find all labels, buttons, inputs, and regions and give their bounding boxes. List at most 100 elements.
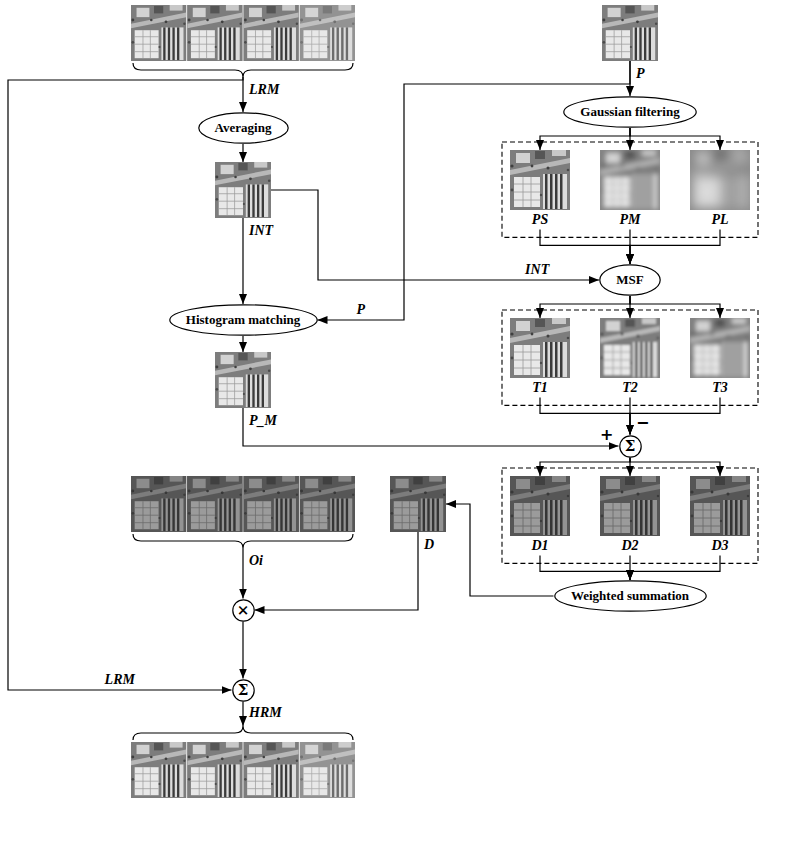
curly-brace (133, 534, 353, 548)
circle-shape (232, 599, 253, 620)
flow-arrow (242, 622, 243, 679)
flow-arrow (540, 397, 630, 434)
circle-shape (619, 435, 640, 456)
image-ground (690, 318, 750, 378)
image-ground (390, 476, 446, 532)
sign-label: − (636, 415, 649, 431)
flow-arrow (242, 336, 243, 352)
curly-brace (133, 63, 353, 77)
image-ground (131, 5, 186, 61)
caption-box: P (636, 66, 645, 81)
flow-arrow (8, 77, 243, 690)
caption-box: D3 (690, 538, 750, 553)
caption-box: T1 (510, 380, 570, 395)
image-thumbnail: T3 (690, 318, 750, 397)
image-ground (187, 5, 242, 61)
process-ellipse: Weighted summation (554, 580, 707, 612)
text-holder: Gaussian filtering (563, 96, 697, 128)
flow-arrow (540, 458, 630, 477)
image-thumbnail: D1 (510, 476, 570, 555)
multiply-operator: × (232, 599, 255, 622)
remote-sensing-image (244, 476, 299, 532)
image-ground (244, 742, 299, 798)
image-thumbnail: D3 (690, 476, 750, 555)
image-picture (690, 318, 750, 378)
remote-sensing-image (187, 476, 242, 532)
image-ground (300, 5, 355, 61)
image-thumbnail: T1 (510, 318, 570, 397)
dashed-group-frame (502, 310, 758, 405)
remote-sensing-image (510, 476, 570, 536)
image-caption: D1 (531, 538, 548, 553)
image-thumbnail: INT (215, 162, 271, 218)
remote-sensing-image (600, 318, 660, 378)
ellipse-shape (564, 97, 696, 127)
image-ground (600, 150, 660, 210)
ellipse-shape (554, 581, 705, 611)
image-caption: T3 (712, 380, 728, 395)
image-ground (510, 476, 570, 536)
remote-sensing-image (215, 162, 271, 218)
process-ellipse: Averaging (198, 112, 289, 144)
image-picture (390, 476, 446, 532)
image-group: HRM (131, 726, 355, 798)
remote-sensing-image (390, 476, 446, 532)
process-label: Weighted summation (571, 588, 689, 604)
process-label: Gaussian filtering (580, 104, 679, 120)
flow-arrow (630, 229, 720, 264)
flow-arrow (242, 702, 243, 727)
operator-symbol: × (237, 603, 250, 618)
image-picture (600, 318, 660, 378)
process-ellipse: MSF (599, 264, 661, 296)
caption-box: D (424, 537, 434, 552)
image-caption: T1 (532, 380, 548, 395)
text-holder: Averaging (198, 112, 289, 144)
image-caption: Oi (249, 553, 263, 568)
text-holder: MSF (599, 264, 661, 296)
image-caption: HRM (249, 705, 282, 720)
image-caption: INT (249, 223, 273, 238)
image-ground (300, 476, 355, 532)
flow-arrow (271, 190, 599, 280)
remote-sensing-image (244, 742, 299, 798)
dashed-group-frame (502, 468, 758, 563)
image-ground (131, 742, 186, 798)
caption-box: INT (249, 223, 273, 238)
remote-sensing-image (690, 150, 750, 210)
remote-sensing-image (131, 742, 186, 798)
image-caption: PL (711, 212, 728, 227)
flow-arrow (540, 229, 630, 264)
caption-box: D1 (510, 538, 570, 553)
image-caption: PM (620, 212, 641, 227)
image-thumbnail: D (390, 476, 446, 532)
image-caption: D2 (621, 538, 638, 553)
flow-arrow (630, 555, 720, 580)
remote-sensing-image (300, 742, 355, 798)
remote-sensing-image (187, 5, 242, 61)
image-picture (690, 476, 750, 536)
image-picture (215, 162, 271, 218)
image-ground (690, 150, 750, 210)
remote-sensing-image (510, 150, 570, 210)
flow-arrow (242, 548, 243, 599)
image-ground (600, 318, 660, 378)
image-thumbnail: T2 (600, 318, 660, 397)
remote-sensing-image (215, 352, 271, 408)
sum-operator: Σ (232, 679, 255, 702)
process-ellipse: Gaussian filtering (563, 96, 697, 128)
image-ground (244, 476, 299, 532)
ellipse-shape (600, 265, 660, 295)
edge-label: INT (523, 262, 551, 277)
text-holder: Σ (232, 679, 255, 702)
flow-arrow (630, 128, 720, 150)
ellipse-shape (169, 305, 316, 335)
remote-sensing-image (131, 5, 186, 61)
image-caption: T2 (622, 380, 638, 395)
text-holder: Σ (619, 435, 642, 458)
text-holder: × (232, 599, 255, 622)
image-ground (510, 318, 570, 378)
image-thumbnail: P (602, 5, 658, 61)
text-holder: Histogram matching (169, 304, 318, 336)
image-picture (131, 5, 355, 61)
